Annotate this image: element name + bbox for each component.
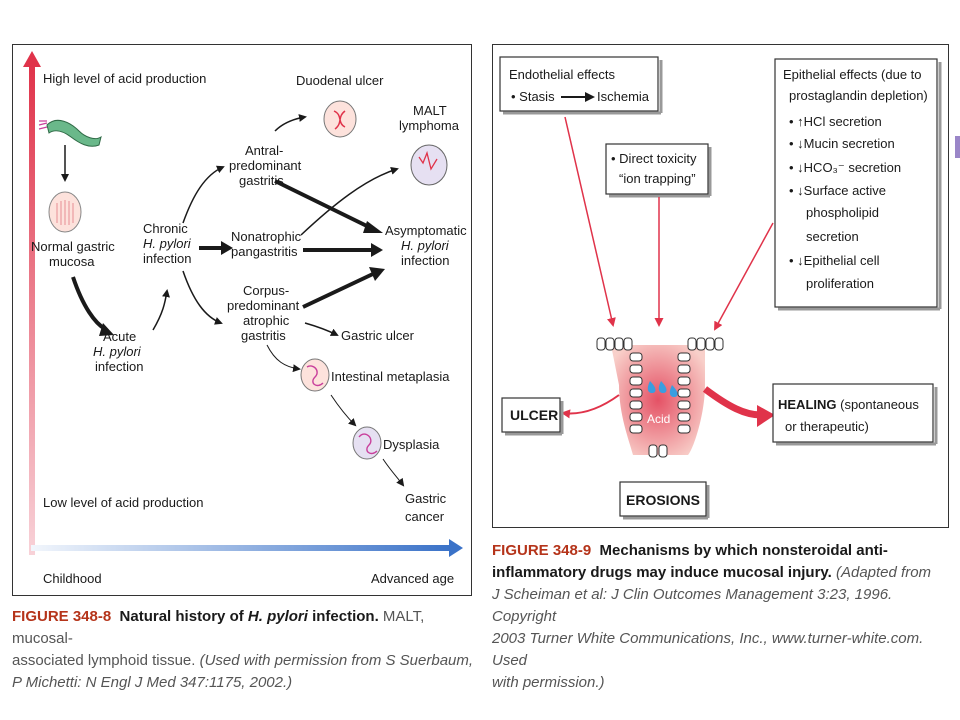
arrow-intestinal-dysplasia — [330, 394, 357, 427]
acute-label-1: Acute — [103, 329, 136, 344]
arrow-antral-duodenal — [274, 114, 307, 132]
erosions-label: EROSIONS — [626, 492, 700, 508]
nonatrophic-label-1: Nonatrophic — [231, 229, 302, 244]
nsaid-diagram: Endothelial effects • Stasis Ischemia • … — [499, 56, 942, 520]
endothelial-ischemia: Ischemia — [597, 89, 650, 104]
epithelial-line-6: • ↓Surface active — [789, 183, 886, 198]
nsaid-figure-panel: Endothelial effects • Stasis Ischemia • … — [492, 44, 949, 528]
duodenal-ulcer-label: Duodenal ulcer — [296, 73, 384, 88]
endothelial-title: Endothelial effects — [509, 67, 615, 82]
epithelial-line-5: • ↓HCO₃⁻ secretion — [789, 160, 901, 175]
dysplasia-icon — [352, 426, 382, 460]
nonatrophic-label-2: pangastritis — [231, 244, 298, 259]
endothelial-stasis: • Stasis — [511, 89, 555, 104]
arrow-erosion-healing — [702, 386, 762, 419]
healing-box — [772, 383, 938, 446]
duodenal-ulcer-icon — [323, 100, 357, 138]
slide-accent-marker — [955, 136, 960, 158]
acute-label-2: H. pylori — [93, 344, 142, 359]
childhood-label: Childhood — [43, 571, 102, 586]
epithelial-line-7: phospholipid — [806, 205, 879, 220]
hpylori-diagram: High level of acid production Low level … — [23, 51, 467, 586]
corpus-label-1: Corpus- — [243, 283, 289, 298]
normal-mucosa-label-2: mucosa — [49, 254, 95, 269]
age-arrowhead — [449, 539, 463, 557]
arrow-corpus-intestinal — [266, 344, 301, 373]
endothelial-effects-box — [499, 56, 663, 115]
arrow-chronic-antral — [182, 165, 225, 224]
arrow-normal-acute — [71, 276, 107, 331]
h-pylori-bacterium-icon — [38, 119, 102, 147]
asymptomatic-label-1: Asymptomatic — [385, 223, 467, 238]
figure-348-9-caption: FIGURE 348-9 Mechanisms by which nonster… — [492, 542, 932, 691]
intestinal-metaplasia-label: Intestinal metaplasia — [331, 369, 450, 384]
acute-label-3: infection — [95, 359, 143, 374]
acid-arrowhead — [23, 51, 41, 67]
asymptomatic-label-3: infection — [401, 253, 449, 268]
epithelial-line-8: secretion — [806, 229, 859, 244]
acid-gradient-bar — [29, 63, 35, 555]
asymptomatic-label-2: H. pylori — [401, 238, 450, 253]
ulcer-box — [501, 397, 564, 436]
figure-348-8-label: FIGURE 348-8 — [12, 608, 112, 625]
malt-label-1: MALT — [413, 103, 447, 118]
erosion-crater-illustration — [596, 337, 724, 458]
arrow-epithelial-erosion — [714, 222, 774, 331]
gastric-cancer-label-1: Gastric — [405, 491, 447, 506]
epithelial-line-10: proliferation — [806, 276, 874, 291]
arrow-acute-chronic — [152, 289, 170, 331]
ulcer-label: ULCER — [510, 407, 558, 423]
figure-348-8-caption: FIGURE 348-8 Natural history of H. pylor… — [12, 608, 474, 691]
corpus-label-4: gastritis — [241, 328, 286, 343]
epithelial-line-9: • ↓Epithelial cell — [789, 253, 880, 268]
arrow-antral-asymptomatic — [274, 179, 374, 231]
high-acid-label: High level of acid production — [43, 71, 206, 86]
chronic-label-1: Chronic — [143, 221, 188, 236]
epithelial-effects-box — [774, 58, 942, 311]
antral-label-2: predominant — [229, 158, 302, 173]
gastric-cancer-label-2: cancer — [405, 509, 445, 524]
corpus-label-3: atrophic — [243, 313, 290, 328]
malt-label-2: lymphoma — [399, 118, 460, 133]
normal-mucosa-label-1: Normal gastric — [31, 239, 115, 254]
erosions-box — [619, 481, 710, 520]
hpylori-figure-panel: High level of acid production Low level … — [12, 44, 472, 596]
low-acid-label: Low level of acid production — [43, 495, 203, 510]
direct-toxicity-box — [605, 143, 712, 198]
direct-toxicity-line-1: • Direct toxicity — [611, 151, 697, 166]
corpus-label-2: predominant — [227, 298, 300, 313]
age-gradient-bar — [31, 545, 451, 551]
arrow-corpus-asymptomatic — [302, 271, 376, 309]
intestinal-metaplasia-icon — [300, 358, 330, 392]
chronic-label-3: infection — [143, 251, 191, 266]
arrow-nonatrophic-malt — [300, 166, 399, 236]
arrow-dysplasia-cancer — [382, 458, 405, 487]
figure-348-9-label: FIGURE 348-9 — [492, 542, 592, 559]
antral-label-1: Antral- — [245, 143, 283, 158]
acid-label: Acid — [647, 412, 670, 426]
normal-mucosa-icon — [48, 191, 82, 233]
arrow-erosion-ulcer — [561, 394, 620, 419]
epithelial-line-2: prostaglandin depletion) — [789, 88, 928, 103]
gastric-ulcer-label: Gastric ulcer — [341, 328, 415, 343]
epithelial-line-1: Epithelial effects (due to — [783, 67, 922, 82]
healing-line-2: or therapeutic) — [785, 419, 869, 434]
antral-label-3: gastritis — [239, 173, 284, 188]
arrow-endothelial-erosion — [564, 116, 616, 327]
arrow-chronic-corpus — [182, 270, 223, 325]
malt-lymphoma-icon — [410, 144, 448, 186]
advanced-age-label: Advanced age — [371, 571, 454, 586]
direct-toxicity-line-2: “ion trapping” — [619, 171, 696, 186]
chronic-label-2: H. pylori — [143, 236, 192, 251]
epithelial-line-4: • ↓Mucin secretion — [789, 136, 895, 151]
epithelial-line-3: • ↑HCl secretion — [789, 114, 882, 129]
dysplasia-label: Dysplasia — [383, 437, 440, 452]
healing-line-1: HEALING (spontaneous — [778, 397, 919, 412]
arrow-corpus-gastric-ulcer — [304, 322, 339, 336]
